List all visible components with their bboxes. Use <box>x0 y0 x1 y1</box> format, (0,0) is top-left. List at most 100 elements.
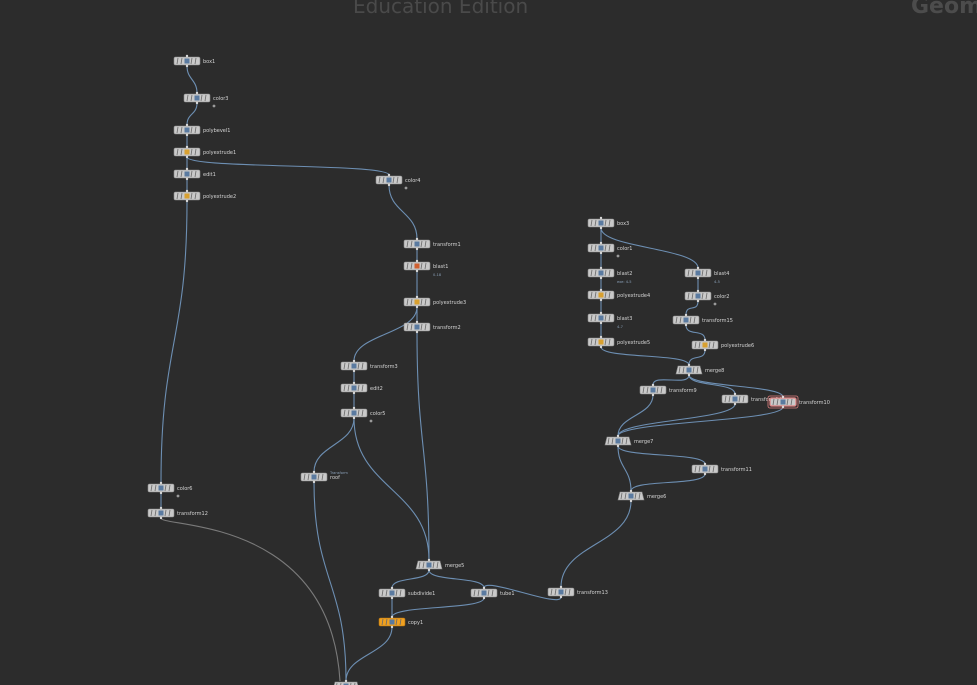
output-port[interactable] <box>696 276 700 280</box>
node-transform15[interactable]: transform15 <box>672 313 733 327</box>
output-port[interactable] <box>185 177 189 181</box>
input-port[interactable] <box>390 615 394 619</box>
input-port[interactable] <box>415 295 419 299</box>
output-port[interactable] <box>415 330 419 334</box>
input-port[interactable] <box>696 289 700 293</box>
output-port[interactable] <box>629 499 633 503</box>
input-port[interactable] <box>599 288 603 292</box>
output-port[interactable] <box>599 298 603 302</box>
node-transform13[interactable]: transform13 <box>547 585 608 599</box>
input-port[interactable] <box>599 216 603 220</box>
input-port[interactable] <box>390 586 394 590</box>
node-polyextrude5[interactable]: polyextrude5 <box>587 335 650 349</box>
input-port[interactable] <box>415 259 419 263</box>
node-output[interactable] <box>333 679 359 685</box>
input-port[interactable] <box>185 167 189 171</box>
node-polyextrude1[interactable]: polyextrude1 <box>173 145 236 159</box>
output-port[interactable] <box>185 133 189 137</box>
input-port[interactable] <box>616 434 620 438</box>
input-port[interactable] <box>703 338 707 342</box>
node-color4[interactable]: color4 <box>375 173 421 190</box>
output-port[interactable] <box>427 568 431 572</box>
output-port[interactable] <box>703 472 707 476</box>
node-color6[interactable]: color6 <box>147 481 193 498</box>
output-port[interactable] <box>687 373 691 377</box>
node-merge5[interactable]: merge5 <box>415 558 464 572</box>
output-port[interactable] <box>599 276 603 280</box>
output-port[interactable] <box>651 393 655 397</box>
input-port[interactable] <box>352 406 356 410</box>
node-color3[interactable]: color3 <box>183 91 229 108</box>
node-transform10[interactable]: transform10 <box>767 395 830 409</box>
output-port[interactable] <box>352 391 356 395</box>
output-port[interactable] <box>159 491 163 495</box>
output-port[interactable] <box>312 480 316 484</box>
input-port[interactable] <box>185 189 189 193</box>
node-edit2[interactable]: edit2 <box>340 381 383 395</box>
input-port[interactable] <box>599 311 603 315</box>
output-port[interactable] <box>159 516 163 520</box>
input-port[interactable] <box>733 392 737 396</box>
node-transform11[interactable]: transform11 <box>691 462 752 476</box>
output-port[interactable] <box>185 64 189 68</box>
input-port[interactable] <box>599 241 603 245</box>
output-port[interactable] <box>415 305 419 309</box>
output-port[interactable] <box>482 596 486 600</box>
node-edit1[interactable]: edit1 <box>173 167 216 181</box>
node-box3[interactable]: box3 <box>587 216 629 230</box>
input-port[interactable] <box>651 383 655 387</box>
node-transform2[interactable]: transform2 <box>403 320 461 334</box>
input-port[interactable] <box>352 359 356 363</box>
node-transform3[interactable]: transform3 <box>340 359 398 373</box>
node-polybevel1[interactable]: polybevel1 <box>173 123 230 137</box>
input-port[interactable] <box>629 489 633 493</box>
node-polyextrude3[interactable]: polyextrude3 <box>403 295 466 309</box>
node-merge8[interactable]: merge8 <box>675 363 724 377</box>
node-transform1[interactable]: transform1 <box>403 237 461 251</box>
output-port[interactable] <box>599 345 603 349</box>
node-transform12[interactable]: transform12 <box>147 506 208 520</box>
node-subdivide1[interactable]: subdivide1 <box>378 586 435 600</box>
output-port[interactable] <box>684 323 688 327</box>
output-port[interactable] <box>387 183 391 187</box>
input-port[interactable] <box>696 266 700 270</box>
input-port[interactable] <box>599 266 603 270</box>
input-port[interactable] <box>185 123 189 127</box>
input-port[interactable] <box>687 363 691 367</box>
output-port[interactable] <box>599 226 603 230</box>
node-polyextrude4[interactable]: polyextrude4 <box>587 288 650 302</box>
node-transform14[interactable]: transform14 <box>721 392 782 406</box>
node-copy1[interactable]: copy1 <box>378 615 423 629</box>
output-port[interactable] <box>352 416 356 420</box>
node-color1[interactable]: color1 <box>587 241 633 258</box>
node-transform9[interactable]: transform9 <box>639 383 697 397</box>
input-port[interactable] <box>415 320 419 324</box>
node-merge7[interactable]: merge7 <box>604 434 653 448</box>
input-port[interactable] <box>195 91 199 95</box>
output-port[interactable] <box>616 444 620 448</box>
output-port[interactable] <box>696 299 700 303</box>
input-port[interactable] <box>415 237 419 241</box>
output-port[interactable] <box>703 348 707 352</box>
input-port[interactable] <box>427 558 431 562</box>
input-port[interactable] <box>185 54 189 58</box>
input-port[interactable] <box>344 679 348 683</box>
input-port[interactable] <box>387 173 391 177</box>
output-port[interactable] <box>195 101 199 105</box>
node-box1[interactable]: box1 <box>173 54 215 68</box>
output-port[interactable] <box>415 269 419 273</box>
input-port[interactable] <box>185 145 189 149</box>
input-port[interactable] <box>781 395 785 399</box>
output-port[interactable] <box>559 595 563 599</box>
output-port[interactable] <box>185 155 189 159</box>
output-port[interactable] <box>415 247 419 251</box>
node-color2[interactable]: color2 <box>684 289 730 306</box>
output-port[interactable] <box>352 369 356 373</box>
output-port[interactable] <box>390 625 394 629</box>
